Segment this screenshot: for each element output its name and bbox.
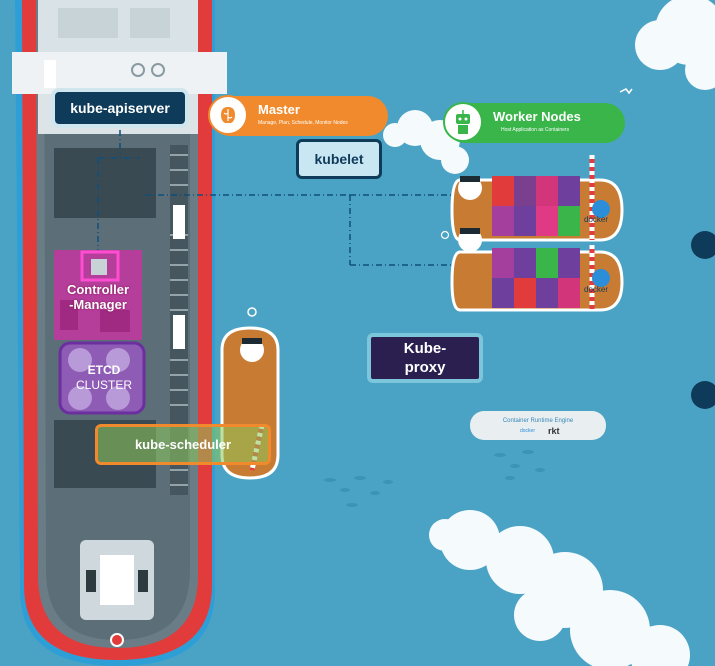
seagull-icon	[619, 88, 633, 95]
brain-icon	[208, 95, 248, 135]
etcd-cluster-label: ETCD CLUSTER	[64, 360, 144, 396]
kube-proxy-label: Kube- proxy	[367, 333, 483, 383]
docker-whale-icon	[592, 200, 610, 218]
worker-ship-1	[450, 155, 624, 242]
kube-apiserver-label: kube-apiserver	[51, 88, 189, 128]
master-ship	[12, 0, 227, 666]
docker-tag-1: docker	[584, 215, 609, 224]
buoy-icon	[691, 381, 715, 409]
worker-title: Worker Nodes	[493, 109, 581, 124]
kube-scheduler-label: kube-scheduler	[95, 424, 271, 465]
water-ripples	[324, 450, 545, 507]
etcd-title: ETCD	[87, 363, 121, 377]
master-pill: Master Manage, Plan, Schedule, Monitor N…	[208, 95, 388, 136]
worker-pill: Worker Nodes Host Application as Contain…	[443, 102, 625, 143]
master-subtitle: Manage, Plan, Schedule, Monitor Nodes	[258, 120, 348, 126]
master-title: Master	[258, 102, 300, 117]
worker-ship-2	[450, 228, 624, 312]
kubelet-label: kubelet	[296, 139, 382, 179]
etcd-subtitle: CLUSTER	[75, 378, 132, 392]
docker-whale-icon	[592, 269, 610, 287]
worker-subtitle: Host Application as Containers	[501, 127, 570, 133]
clouds	[383, 0, 715, 666]
connection-lines	[97, 130, 455, 266]
runtime-docker-logo: docker	[520, 428, 536, 434]
runtime-rkt-logo: rkt	[548, 426, 560, 436]
docker-tag-2: docker	[584, 285, 609, 294]
robot-icon	[443, 102, 483, 142]
runtime-title: Container Runtime Engine	[502, 418, 574, 424]
container-runtime-engine: Container Runtime Engine docker rkt	[470, 411, 606, 440]
controller-manager-label: Controller -Manager	[66, 282, 130, 312]
buoy-icon	[691, 231, 715, 259]
